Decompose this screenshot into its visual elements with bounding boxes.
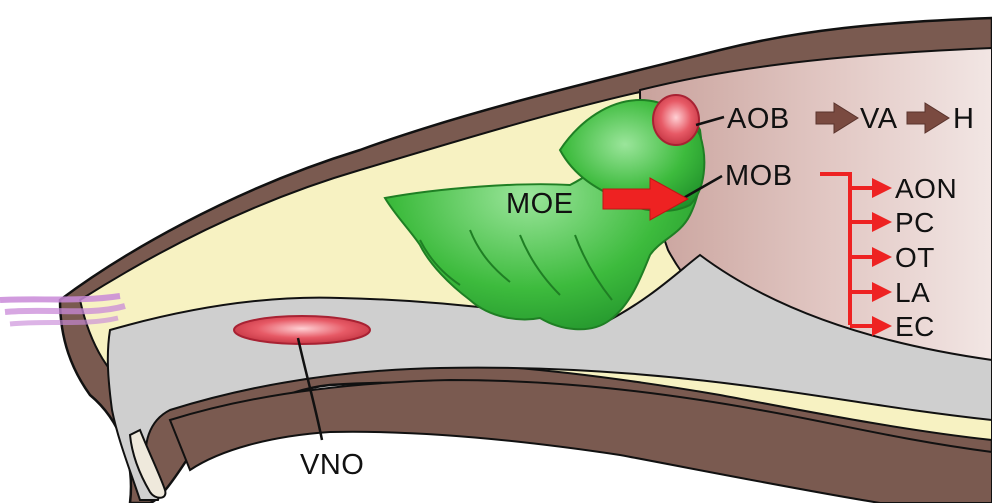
h-label: H [953, 103, 974, 135]
target-label-aon: AON [895, 173, 957, 204]
vno-label: VNO [300, 449, 364, 481]
va-label: VA [860, 103, 898, 135]
vno-structure [234, 316, 370, 344]
target-label-pc: PC [895, 207, 935, 238]
aob-structure [653, 95, 699, 145]
target-label-ec: EC [895, 311, 935, 342]
target-label-la: LA [895, 277, 930, 308]
moe-label: MOE [506, 188, 574, 220]
aob-label: AOB [727, 103, 790, 135]
target-label-ot: OT [895, 242, 935, 273]
mob-label: MOB [725, 160, 793, 192]
